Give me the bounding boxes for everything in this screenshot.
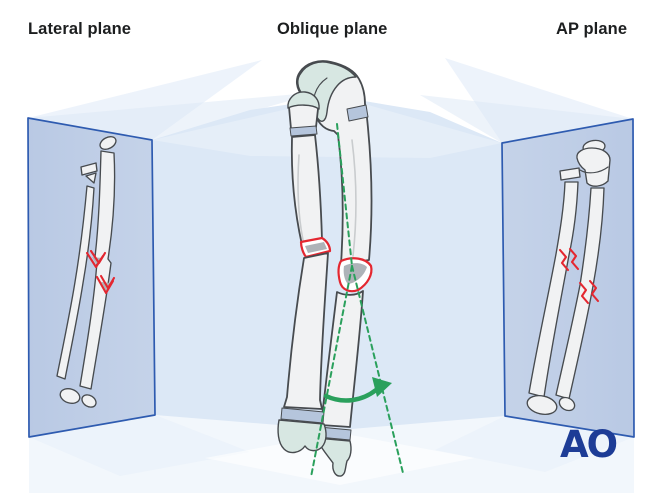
oblique-bones: [277, 60, 373, 477]
projection-fan-right: [420, 58, 633, 143]
rotation-indicators: [310, 123, 404, 478]
lateral-olecranon-knob: [99, 136, 117, 150]
radius-distal-shaft: [283, 252, 329, 410]
ap-bone-drawing: [526, 139, 611, 416]
lateral-fracture-marks: [85, 249, 116, 295]
floor-shadow-left: [29, 415, 250, 476]
ulna-distal-cartilage: [316, 437, 352, 477]
axis-distal-left-dashed: [310, 265, 353, 478]
radius-head-cartilage: [287, 91, 320, 110]
ap-plane-label: AP plane: [556, 20, 628, 38]
lateral-bone-drawing: [56, 136, 117, 408]
ap-plane-panel: [501, 118, 635, 438]
ap-fracture-marks: [558, 247, 600, 305]
lateral-fracture-line-2: [89, 249, 107, 265]
radius-distal-cartilage: [277, 419, 327, 454]
floor-shadow-right: [435, 416, 634, 472]
axis-proximal-dashed: [336, 123, 353, 267]
radius-distal-physis: [280, 407, 325, 424]
lateral-plane-panel: [27, 117, 156, 438]
lateral-radius-neck: [85, 172, 97, 184]
backdrop-polygon: [152, 97, 505, 432]
lateral-plane-surface: [27, 117, 156, 438]
ap-fracture-line-4: [588, 279, 600, 303]
oblique-plane-label: Oblique plane: [277, 20, 388, 38]
fan-right-inner: [420, 95, 633, 143]
lateral-plane-label: Lateral plane: [28, 20, 132, 38]
lateral-ulna-shaft: [79, 150, 116, 390]
lateral-distal-end-small: [81, 394, 97, 408]
ulna-proximal-physis: [346, 104, 369, 122]
ap-proximal-ulna: [576, 147, 611, 187]
ap-fracture-line-2: [568, 247, 580, 271]
rotation-arrow-shaft: [323, 387, 379, 403]
ap-trochlea-line: [579, 166, 609, 174]
ap-radial-head: [559, 167, 581, 181]
rotation-arrow: [323, 377, 392, 403]
lateral-radius-shaft: [56, 185, 95, 380]
ulna-distal: [320, 290, 364, 428]
lateral-radius-head: [80, 162, 98, 176]
ap-fracture-line-1: [558, 248, 570, 272]
axis-distal-right-dashed: [351, 265, 404, 474]
ap-distal-end-small: [558, 396, 576, 412]
fan-left-inner: [28, 92, 320, 140]
lateral-distal-end-large: [59, 387, 81, 405]
lateral-fracture-line-4: [99, 274, 116, 290]
radius-fracture-fragment: [305, 242, 327, 253]
radius-ridge-shade: [297, 154, 304, 241]
ulna-ridge-shade: [351, 139, 357, 257]
ap-fracture-line-3: [578, 281, 590, 305]
rotation-arrow-head: [372, 377, 392, 397]
radius-fracture: [299, 236, 332, 259]
ap-distal-end-large: [526, 394, 558, 416]
radius-proximal-physis: [289, 125, 318, 137]
projection-fan-left: [28, 60, 320, 140]
ao-logo-icon: AO: [560, 423, 618, 466]
